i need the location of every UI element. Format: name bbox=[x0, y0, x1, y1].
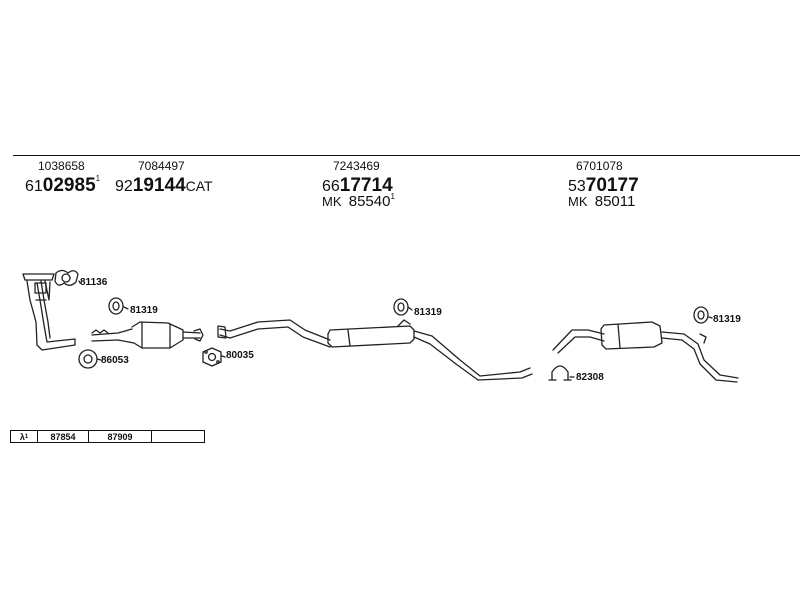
part-group-4-main: 70177 bbox=[585, 175, 639, 196]
part-group-2-main: 19144 bbox=[132, 175, 186, 196]
part-group-4-mk-number: 85011 bbox=[594, 193, 636, 210]
part-group-3-mk-label: MK bbox=[322, 194, 342, 209]
gasket-top bbox=[54, 269, 79, 286]
part-group-1-sup: 1 bbox=[95, 174, 101, 183]
rubber-ring-2 bbox=[393, 298, 409, 316]
part-group-4-ref: 6701078 bbox=[576, 159, 623, 173]
table-cell-1: 87854 bbox=[38, 431, 89, 442]
label-ring-1: 81319 bbox=[130, 305, 158, 316]
gasket-round bbox=[78, 349, 98, 369]
header-divider-line bbox=[13, 155, 800, 156]
label-clamp: 82308 bbox=[576, 372, 604, 383]
part-group-4-mk-label: MK bbox=[568, 194, 588, 209]
lambda-symbol: λ bbox=[19, 431, 25, 442]
part-group-2-suffix: CAT bbox=[185, 178, 213, 194]
label-ring-2: 81319 bbox=[414, 307, 442, 318]
part-group-2-prefix: 92 bbox=[115, 178, 133, 195]
part-group-3-number: 6617714 bbox=[322, 176, 393, 195]
label-gasket-flange: 80035 bbox=[226, 350, 254, 361]
lambda-sup: 1 bbox=[24, 433, 29, 440]
part-group-3-prefix: 66 bbox=[322, 178, 340, 195]
rubber-ring-1 bbox=[108, 297, 124, 315]
part-group-3-mk: MK 855401 bbox=[322, 192, 395, 210]
part-group-3-ref: 7243469 bbox=[333, 159, 380, 173]
part-group-1-number: 61029851 bbox=[25, 174, 101, 196]
intermediate-pipe bbox=[217, 319, 331, 348]
part-group-1-main: 02985 bbox=[42, 175, 96, 196]
part-group-2-number: 9219144CAT bbox=[115, 176, 213, 195]
table-cell-3 bbox=[152, 431, 204, 442]
part-group-1-ref: 1038658 bbox=[38, 159, 85, 173]
front-downpipe bbox=[22, 273, 76, 351]
gasket-flange bbox=[202, 347, 222, 367]
part-group-4-number: 5370177 bbox=[568, 176, 639, 195]
middle-silencer bbox=[327, 319, 533, 381]
label-gasket-top: 81136 bbox=[80, 277, 108, 288]
rubber-ring-3 bbox=[693, 306, 709, 324]
label-ring-3: 81319 bbox=[713, 314, 741, 325]
clamp bbox=[548, 365, 572, 381]
label-gasket-round: 86053 bbox=[101, 355, 129, 366]
part-group-4-prefix: 53 bbox=[568, 178, 586, 195]
table-cell-2: 87909 bbox=[89, 431, 152, 442]
rear-silencer bbox=[552, 321, 739, 383]
catalytic-converter bbox=[91, 321, 204, 349]
part-group-2-ref: 7084497 bbox=[138, 159, 185, 173]
part-group-1-prefix: 61 bbox=[25, 178, 43, 195]
part-group-4-mk: MK 85011 bbox=[568, 194, 635, 209]
part-group-3-mk-sup: 1 bbox=[390, 192, 395, 201]
part-group-3-mk-number: 85540 bbox=[348, 193, 391, 210]
part-group-3-main: 17714 bbox=[339, 175, 393, 196]
